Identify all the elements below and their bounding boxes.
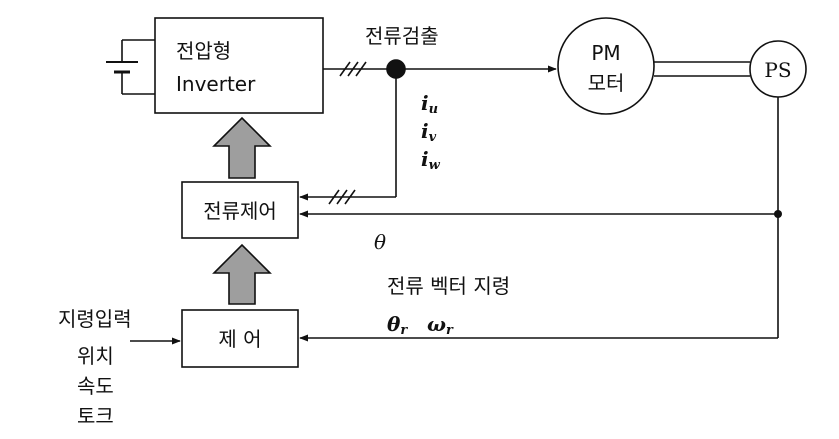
- up-arrow-to-current-control-icon: [212, 243, 272, 305]
- up-arrow-to-inverter-icon: [212, 116, 272, 179]
- omega-r-label: ωr: [427, 312, 454, 338]
- current-vector-command-label: 전류 벡터 지령: [387, 274, 510, 298]
- current-sensor-icon: [386, 59, 406, 79]
- control-block: 제 어: [181, 309, 299, 368]
- position-sensor: PS: [749, 40, 807, 98]
- inverter-label-line1: 전압형: [176, 39, 231, 63]
- inverter-label-line2: Inverter: [176, 72, 256, 96]
- command-input-label: 지령입력: [58, 307, 132, 331]
- iu-label: iu: [421, 91, 438, 117]
- position-label: 위치: [77, 344, 114, 368]
- speed-label: 속도: [77, 374, 114, 398]
- pm-motor: PM 모터: [557, 17, 655, 115]
- sensor-label: PS: [764, 58, 791, 82]
- control-label: 제 어: [218, 327, 261, 351]
- current-control-label: 전류제어: [203, 199, 277, 223]
- three-phase-ticks-icon: [339, 61, 367, 77]
- theta-r-label: θr: [387, 312, 408, 338]
- current-detect-label: 전류검출: [365, 24, 439, 48]
- inverter-block: 전압형 Inverter: [154, 17, 324, 114]
- motor-shaft: [654, 61, 750, 77]
- motor-label-line1: PM: [591, 41, 620, 65]
- torque-label: 토크: [77, 404, 114, 428]
- motor-label-line2: 모터: [588, 71, 625, 95]
- dc-source-icon: [106, 39, 155, 95]
- feedback-ticks-icon: [328, 189, 356, 205]
- theta-label: θ: [374, 230, 386, 254]
- iw-label: iw: [421, 147, 441, 173]
- current-control-block: 전류제어: [181, 181, 299, 239]
- iv-label: iv: [421, 119, 437, 145]
